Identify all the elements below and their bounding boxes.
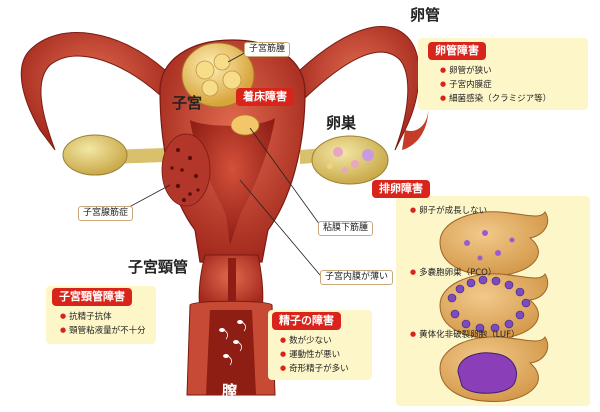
label-ovary: 卵巣 (326, 114, 357, 132)
fibroid-lobe (201, 79, 219, 97)
fibroid-lobe (222, 70, 242, 90)
cervical-item: 抗精子抗体 (60, 312, 112, 323)
vaginal-canal (206, 310, 256, 395)
submucosal-fibroid (230, 114, 260, 136)
sperm-item: 奇形精子が多い (280, 364, 349, 375)
ovulation-heading: 排卵障害 (372, 180, 430, 198)
ovary-follicle (333, 147, 343, 157)
ovary-follicle (362, 149, 374, 161)
ovulation-caption: 黄体化非破裂卵胞（LUF） (410, 330, 519, 341)
implantation-heading: 着床障害 (236, 88, 294, 106)
ovary-panel-2 (439, 273, 549, 339)
tubal-item: 子宮内膜症 (440, 80, 492, 91)
sperm-item: 運動性が悪い (280, 350, 340, 361)
ovary-follicle (327, 163, 333, 169)
label-vagina: 膣 (222, 382, 238, 400)
tubal-item: 卵管が狭い (440, 66, 492, 77)
right-oviduct (299, 26, 420, 151)
right-ovary (311, 135, 389, 185)
sperm-item: 数が少ない (280, 336, 332, 347)
label-fibroid: 子宮筋腫 (244, 42, 291, 57)
sperm-group (219, 319, 246, 366)
ovulation-caption: 卵子が成長しない (410, 206, 487, 217)
label-submucosal: 粘膜下筋腫 (318, 221, 374, 236)
ovary-panel-3 (439, 336, 549, 402)
fibroid-lobe (195, 60, 215, 80)
label-oviduct: 卵管 (410, 6, 441, 24)
ovary-follicle (342, 167, 348, 173)
label-thin-endometrium: 子宮内膜が薄い (320, 270, 394, 285)
ovary-follicle (351, 160, 359, 168)
uterine-cavity (190, 118, 275, 245)
adenomyosis-spots (170, 148, 200, 202)
label-uterus: 子宮 (172, 94, 203, 112)
adenomyosis-region (161, 133, 211, 207)
left-oviduct (20, 32, 166, 151)
label-adenomyosis: 子宮腺筋症 (78, 206, 134, 221)
tubal-item: 細菌感染（クラミジア等） (440, 94, 551, 105)
ovulation-caption: 多嚢胞卵巣（PCO） (410, 268, 496, 279)
sperm-heading: 精子の障害 (272, 312, 341, 330)
left-ovary (62, 134, 128, 176)
cervical-heading: 子宮頸管障害 (52, 288, 132, 306)
fibroid-lobe (213, 53, 231, 71)
cervical-canal (228, 258, 236, 305)
right-oviduct-fimbria (402, 105, 429, 150)
cervical-item: 頸管粘液量が不十分 (60, 326, 146, 337)
label-cervix: 子宮頸管 (128, 258, 189, 276)
tubal-heading: 卵管障害 (428, 42, 486, 60)
